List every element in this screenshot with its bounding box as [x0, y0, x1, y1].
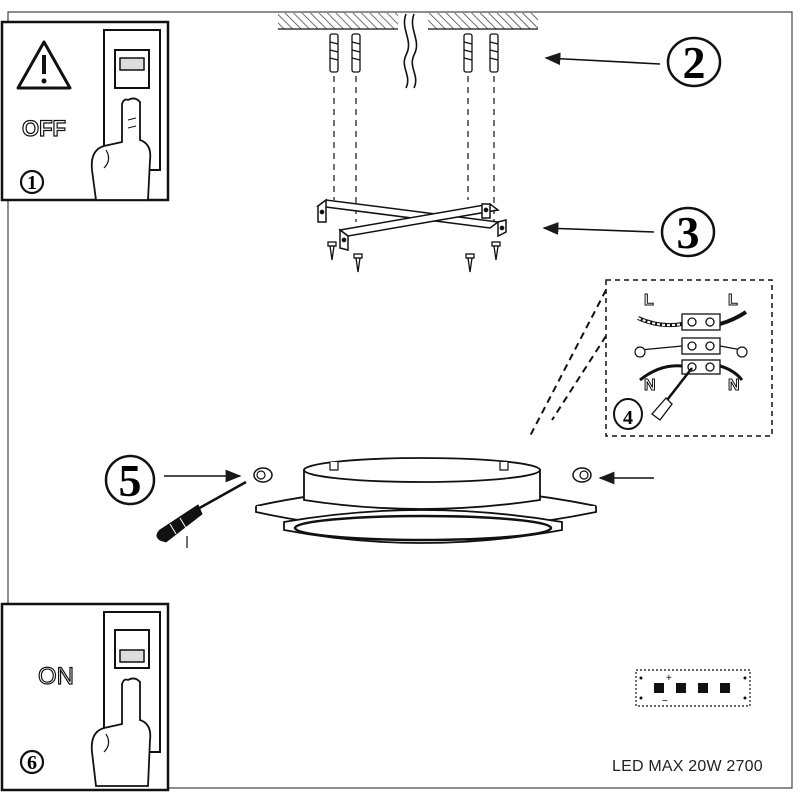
svg-text:2: 2: [683, 37, 706, 88]
fixing-screw-left: [253, 467, 273, 483]
wall-plug-icon: [329, 33, 499, 73]
wire-label-l-left: L: [644, 292, 654, 309]
step6-panel: ON 6: [0, 602, 170, 792]
alignment-guides: [333, 76, 495, 222]
step3-number: 3: [660, 206, 716, 258]
svg-text:1: 1: [27, 172, 37, 194]
power-cable: [403, 13, 410, 89]
svg-text:6: 6: [27, 752, 37, 774]
ceiling: [278, 13, 538, 89]
svg-text:5: 5: [119, 455, 142, 506]
wire-label-n-left: N: [644, 377, 656, 394]
wire-label-l-right: L: [728, 292, 738, 309]
step1-panel: OFF 1: [0, 20, 170, 202]
step6-label: ON: [38, 663, 74, 690]
step5-number: 5: [104, 454, 156, 506]
switch-on-icon: [90, 611, 161, 787]
screwdriver-icon: [156, 480, 247, 548]
led-minus-label: −: [662, 696, 668, 707]
outer-frame: [7, 11, 793, 789]
warning-icon: [16, 40, 72, 90]
step1-number: 1: [19, 169, 45, 195]
screw-icon: [327, 241, 501, 273]
svg-text:3: 3: [677, 207, 700, 258]
step4-number: 4: [613, 398, 643, 430]
ceiling-light-fixture: [255, 457, 597, 544]
step6-number: 6: [19, 749, 45, 775]
step2-arrow: [544, 52, 661, 66]
mounting-bracket: [316, 198, 507, 251]
led-plus-label: +: [666, 673, 672, 684]
fixing-screw-right: [572, 467, 592, 483]
spec-caption: LED MAX 20W 2700: [612, 758, 763, 775]
led-strip-icon: + −: [635, 669, 751, 707]
step3-arrow: [542, 222, 655, 235]
step2-number: 2: [666, 36, 722, 88]
svg-text:4: 4: [623, 407, 633, 429]
wire-label-n-right: N: [728, 377, 740, 394]
step4-wiring-detail: L L N N 4: [529, 279, 773, 437]
step1-label: OFF: [22, 116, 66, 141]
switch-off-icon: [90, 29, 161, 201]
